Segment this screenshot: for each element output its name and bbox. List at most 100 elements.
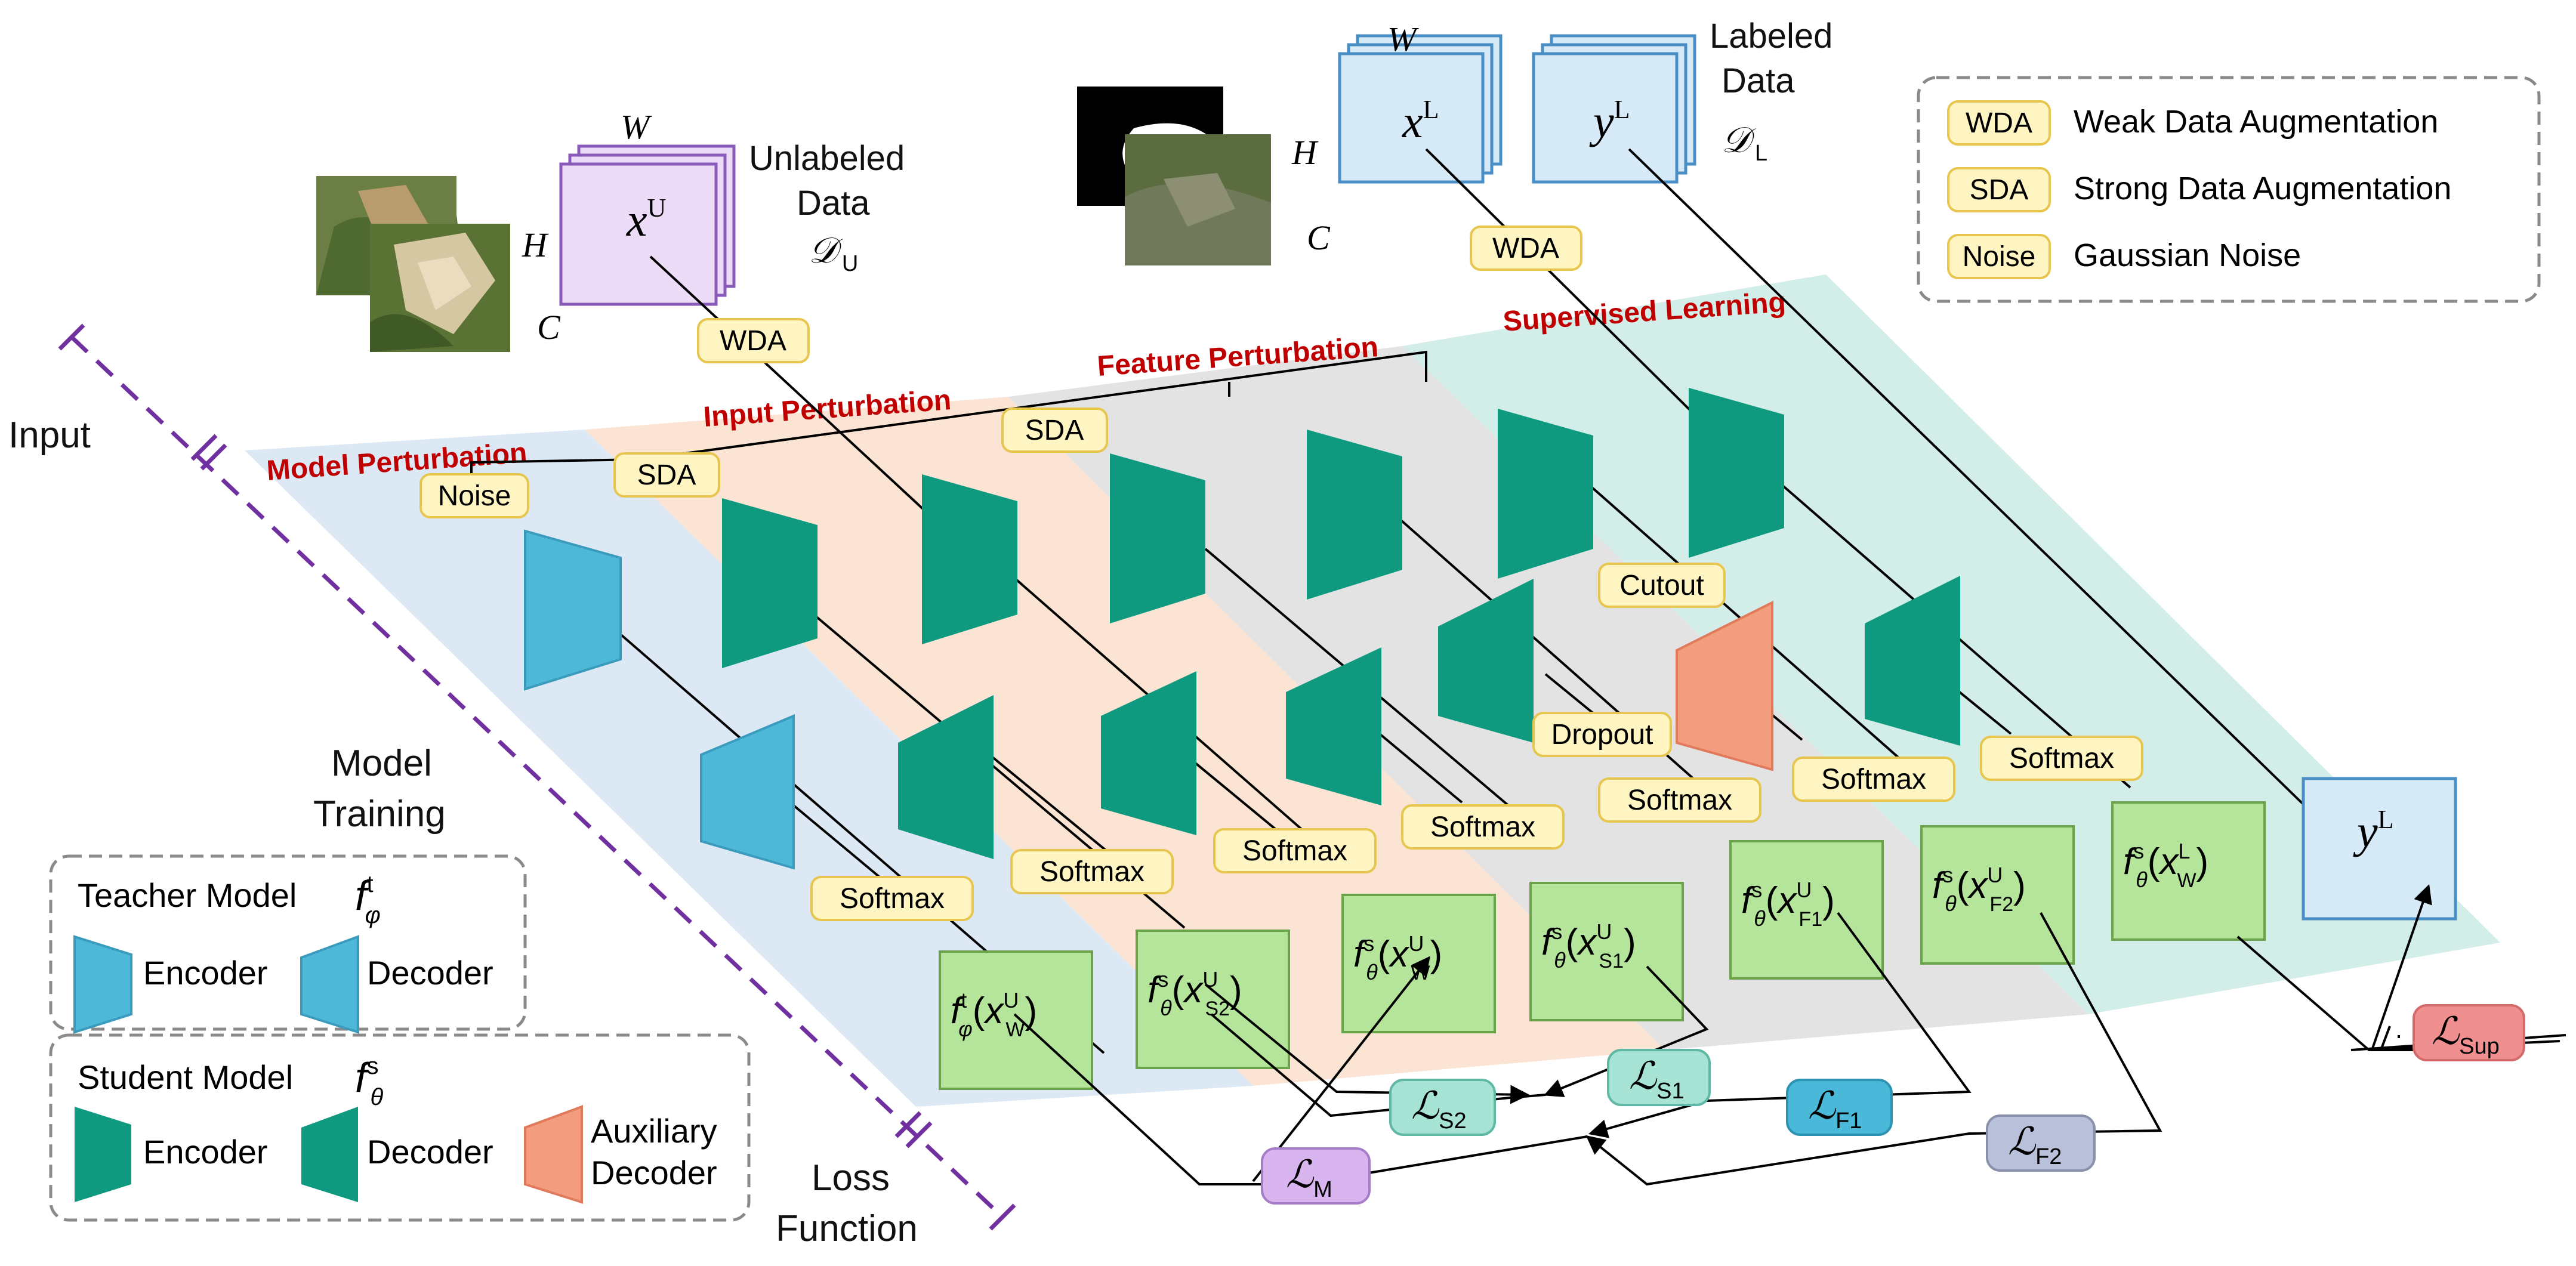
auxiliary-decoder-legend-line2: Decoder [591, 1154, 717, 1191]
label-box-text: yL [2353, 805, 2394, 857]
stage-divider [58, 323, 1016, 1231]
unlabeled-title-line1: Unlabeled [749, 139, 905, 178]
auxiliary-decoder-legend-icon [524, 1105, 583, 1204]
teacher-decoder-legend-label: Decoder [367, 954, 493, 992]
teacher-legend-box [49, 854, 527, 1031]
student-encoder-l [1689, 388, 1784, 558]
student-decoder-f1 [1438, 579, 1534, 743]
student-decoder-legend-icon [301, 1107, 358, 1202]
svg-text:SDA: SDA [1025, 415, 1084, 446]
loss-m-arrow [1252, 956, 1430, 1182]
xl-dim-c: C [1307, 218, 1331, 257]
svg-text:Softmax: Softmax [1627, 785, 1732, 816]
tag-softmax-6: Softmax [1792, 756, 1955, 802]
unlabeled-image-front [370, 224, 510, 352]
labeled-rgb-image [1125, 134, 1271, 265]
svg-text:WDA: WDA [1492, 233, 1559, 264]
legend-sda-desc: Strong Data Augmentation [2074, 171, 2451, 206]
teacher-decoder [700, 714, 795, 870]
auxiliary-decoder-legend-line1: Auxiliary [591, 1112, 717, 1150]
loss-s1-badge: ℒS1 [1607, 1049, 1711, 1106]
tag-softmax-4: Softmax [1401, 804, 1565, 850]
tag-sda-s2: SDA [613, 452, 720, 498]
legend-wda-key: WDA [1966, 107, 2032, 139]
svg-text:WDA: WDA [720, 325, 786, 357]
student-encoder-s2 [722, 498, 817, 668]
svg-text:ℒF1: ℒF1 [1808, 1084, 1862, 1134]
tag-dropout: Dropout [1532, 712, 1672, 757]
auxiliary-decoder-f2 [1676, 600, 1773, 771]
stage-loss-line1: Loss [812, 1157, 890, 1199]
xu-stack-front [559, 162, 718, 306]
labeled-title-line2: Data [1722, 61, 1795, 100]
student-encoder-s1 [1110, 453, 1205, 623]
tag-wda-labeled: WDA [1470, 226, 1582, 271]
student-decoder-l [1865, 576, 1960, 746]
student-decoder-s2 [898, 695, 994, 859]
teacher-encoder [524, 529, 622, 691]
tag-softmax-7: Softmax [1980, 736, 2143, 781]
tag-cutout: Cutout [1598, 563, 1726, 608]
loss-m-badge: ℒM [1261, 1147, 1371, 1205]
student-encoder-f1 [1307, 430, 1402, 600]
tag-wda-unlabeled: WDA [697, 318, 810, 363]
svg-text:Softmax: Softmax [840, 883, 945, 915]
labeled-title-line1: Labeled [1710, 17, 1832, 55]
xl-label: xL [1402, 95, 1439, 147]
student-legend-title: Student Model [78, 1058, 293, 1096]
svg-text:ℒF2: ℒF2 [2008, 1120, 2062, 1169]
svg-text:Softmax: Softmax [1039, 856, 1144, 888]
teacher-decoder-legend-icon [300, 935, 359, 1034]
yl-feed-line [1628, 148, 2370, 869]
tag-softmax-2: Softmax [1010, 849, 1174, 894]
svg-text:Softmax: Softmax [1430, 811, 1535, 843]
student-encoder-w [922, 474, 1017, 644]
xl-dim-w: W [1387, 20, 1419, 58]
svg-text:Softmax: Softmax [1821, 764, 1926, 795]
loss-s2-badge: ℒS2 [1389, 1079, 1496, 1136]
svg-text:SDA: SDA [637, 459, 696, 491]
loss-f1-badge: ℒF1 [1786, 1079, 1893, 1136]
xu-dim-w: W [621, 107, 652, 146]
xl-stack-front [1338, 52, 1485, 184]
loss-sup-badge: ℒSup [2413, 1004, 2525, 1061]
yl-stack-front [1532, 52, 1679, 184]
operation-tags: WDA WDA Noise SDA SDA Cutout Dropout Sof… [419, 226, 2143, 921]
loss-f2-badge: ℒF2 [1986, 1114, 2096, 1172]
loss-sup-arrow [2371, 884, 2432, 1051]
yl-label: yL [1589, 95, 1630, 147]
xu-label: xU [626, 193, 666, 246]
stage-input-label: Input [8, 415, 91, 456]
svg-text:Noise: Noise [438, 480, 511, 512]
legend-wda-desc: Weak Data Augmentation [2074, 104, 2438, 140]
teacher-encoder-legend-label: Encoder [143, 954, 268, 992]
legend-noise-chip [1947, 234, 2051, 279]
svg-text:ℒS1: ℒS1 [1629, 1054, 1685, 1104]
student-encoder-legend-icon [75, 1107, 131, 1202]
student-encoder-legend-label: Encoder [143, 1133, 268, 1171]
tag-sda-s1: SDA [1001, 407, 1108, 453]
stage-loss-line2: Function [776, 1208, 918, 1249]
svg-text:ℒS2: ℒS2 [1411, 1084, 1467, 1134]
student-encoder-f2 [1498, 409, 1593, 579]
student-decoder-legend-label: Decoder [367, 1133, 493, 1171]
teacher-legend-title: Teacher Model [78, 876, 297, 914]
